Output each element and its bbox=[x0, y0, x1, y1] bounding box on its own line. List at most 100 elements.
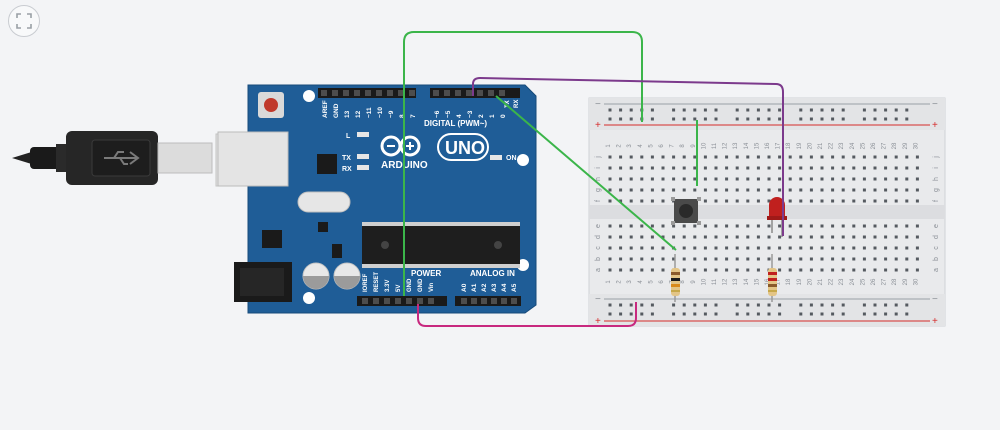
breadboard-hole[interactable] bbox=[905, 224, 909, 228]
breadboard[interactable]: − + − + − + − + 112233445566778899101011… bbox=[588, 97, 946, 327]
breadboard-hole[interactable] bbox=[619, 257, 623, 261]
breadboard-hole[interactable] bbox=[915, 257, 919, 261]
breadboard-hole[interactable] bbox=[799, 188, 803, 192]
pin-hole[interactable] bbox=[461, 298, 467, 304]
breadboard-hole[interactable] bbox=[905, 177, 909, 181]
pin-hole[interactable] bbox=[501, 298, 507, 304]
breadboard-hole[interactable] bbox=[714, 188, 718, 192]
reset-button[interactable] bbox=[258, 92, 284, 118]
breadboard-hole[interactable] bbox=[820, 188, 824, 192]
breadboard-hole[interactable] bbox=[756, 235, 760, 239]
breadboard-hole[interactable] bbox=[672, 257, 676, 261]
rail-hole[interactable] bbox=[862, 312, 866, 316]
rail-hole[interactable] bbox=[905, 108, 909, 112]
rail-hole[interactable] bbox=[619, 117, 623, 121]
breadboard-hole[interactable] bbox=[873, 224, 877, 228]
breadboard-hole[interactable] bbox=[884, 155, 888, 159]
pin-hole[interactable] bbox=[488, 90, 494, 96]
rail-hole[interactable] bbox=[608, 303, 612, 307]
breadboard-hole[interactable] bbox=[629, 235, 633, 239]
rail-hole[interactable] bbox=[799, 303, 803, 307]
breadboard-hole[interactable] bbox=[767, 199, 771, 203]
breadboard-hole[interactable] bbox=[735, 166, 739, 170]
rail-hole[interactable] bbox=[778, 303, 782, 307]
breadboard-hole[interactable] bbox=[640, 224, 644, 228]
rail-hole[interactable] bbox=[746, 108, 750, 112]
breadboard-hole[interactable] bbox=[905, 246, 909, 250]
breadboard-hole[interactable] bbox=[788, 224, 792, 228]
breadboard-hole[interactable] bbox=[746, 177, 750, 181]
rail-hole[interactable] bbox=[809, 312, 813, 316]
breadboard-hole[interactable] bbox=[809, 257, 813, 261]
pin-hole[interactable] bbox=[481, 298, 487, 304]
wire-green-5v[interactable] bbox=[403, 31, 643, 296]
breadboard-hole[interactable] bbox=[735, 199, 739, 203]
breadboard-hole[interactable] bbox=[831, 188, 835, 192]
breadboard-hole[interactable] bbox=[799, 235, 803, 239]
breadboard-hole[interactable] bbox=[809, 188, 813, 192]
breadboard-hole[interactable] bbox=[629, 224, 633, 228]
breadboard-hole[interactable] bbox=[640, 257, 644, 261]
breadboard-hole[interactable] bbox=[788, 246, 792, 250]
breadboard-hole[interactable] bbox=[884, 188, 888, 192]
rail-hole[interactable] bbox=[873, 312, 877, 316]
rail-hole[interactable] bbox=[629, 303, 633, 307]
breadboard-hole[interactable] bbox=[735, 268, 739, 272]
rail-hole[interactable] bbox=[841, 303, 845, 307]
breadboard-hole[interactable] bbox=[661, 235, 665, 239]
breadboard-hole[interactable] bbox=[788, 199, 792, 203]
breadboard-hole[interactable] bbox=[608, 166, 612, 170]
breadboard-hole[interactable] bbox=[629, 155, 633, 159]
breadboard-hole[interactable] bbox=[852, 155, 856, 159]
breadboard-hole[interactable] bbox=[852, 257, 856, 261]
pin-hole[interactable] bbox=[466, 90, 472, 96]
breadboard-hole[interactable] bbox=[841, 235, 845, 239]
breadboard-hole[interactable] bbox=[788, 177, 792, 181]
pin-hole[interactable] bbox=[354, 90, 360, 96]
rail-hole[interactable] bbox=[799, 312, 803, 316]
breadboard-hole[interactable] bbox=[703, 235, 707, 239]
rail-hole[interactable] bbox=[650, 108, 654, 112]
breadboard-hole[interactable] bbox=[767, 257, 771, 261]
breadboard-hole[interactable] bbox=[905, 166, 909, 170]
breadboard-hole[interactable] bbox=[894, 268, 898, 272]
breadboard-hole[interactable] bbox=[703, 199, 707, 203]
breadboard-hole[interactable] bbox=[756, 155, 760, 159]
breadboard-hole[interactable] bbox=[725, 155, 729, 159]
breadboard-hole[interactable] bbox=[852, 224, 856, 228]
wire-purple-pin4[interactable] bbox=[472, 76, 784, 236]
breadboard-hole[interactable] bbox=[831, 268, 835, 272]
breadboard-hole[interactable] bbox=[884, 235, 888, 239]
breadboard-hole[interactable] bbox=[884, 224, 888, 228]
breadboard-hole[interactable] bbox=[809, 199, 813, 203]
breadboard-hole[interactable] bbox=[873, 246, 877, 250]
breadboard-hole[interactable] bbox=[894, 188, 898, 192]
rail-hole[interactable] bbox=[703, 108, 707, 112]
breadboard-hole[interactable] bbox=[778, 246, 782, 250]
breadboard-hole[interactable] bbox=[862, 235, 866, 239]
breadboard-hole[interactable] bbox=[767, 235, 771, 239]
rail-hole[interactable] bbox=[820, 108, 824, 112]
breadboard-hole[interactable] bbox=[725, 199, 729, 203]
breadboard-hole[interactable] bbox=[735, 246, 739, 250]
breadboard-hole[interactable] bbox=[915, 166, 919, 170]
breadboard-hole[interactable] bbox=[841, 224, 845, 228]
rail-hole[interactable] bbox=[831, 108, 835, 112]
rail-hole[interactable] bbox=[682, 117, 686, 121]
rail-hole[interactable] bbox=[756, 108, 760, 112]
pin-hole[interactable] bbox=[321, 90, 327, 96]
breadboard-hole[interactable] bbox=[873, 257, 877, 261]
breadboard-hole[interactable] bbox=[693, 224, 697, 228]
breadboard-hole[interactable] bbox=[767, 224, 771, 228]
breadboard-hole[interactable] bbox=[693, 166, 697, 170]
breadboard-hole[interactable] bbox=[799, 166, 803, 170]
breadboard-hole[interactable] bbox=[915, 224, 919, 228]
resistor-1[interactable] bbox=[671, 254, 680, 302]
breadboard-hole[interactable] bbox=[788, 155, 792, 159]
rail-hole[interactable] bbox=[682, 303, 686, 307]
breadboard-hole[interactable] bbox=[820, 268, 824, 272]
breadboard-hole[interactable] bbox=[661, 268, 665, 272]
breadboard-hole[interactable] bbox=[756, 224, 760, 228]
pin-hole[interactable] bbox=[332, 90, 338, 96]
breadboard-hole[interactable] bbox=[841, 188, 845, 192]
